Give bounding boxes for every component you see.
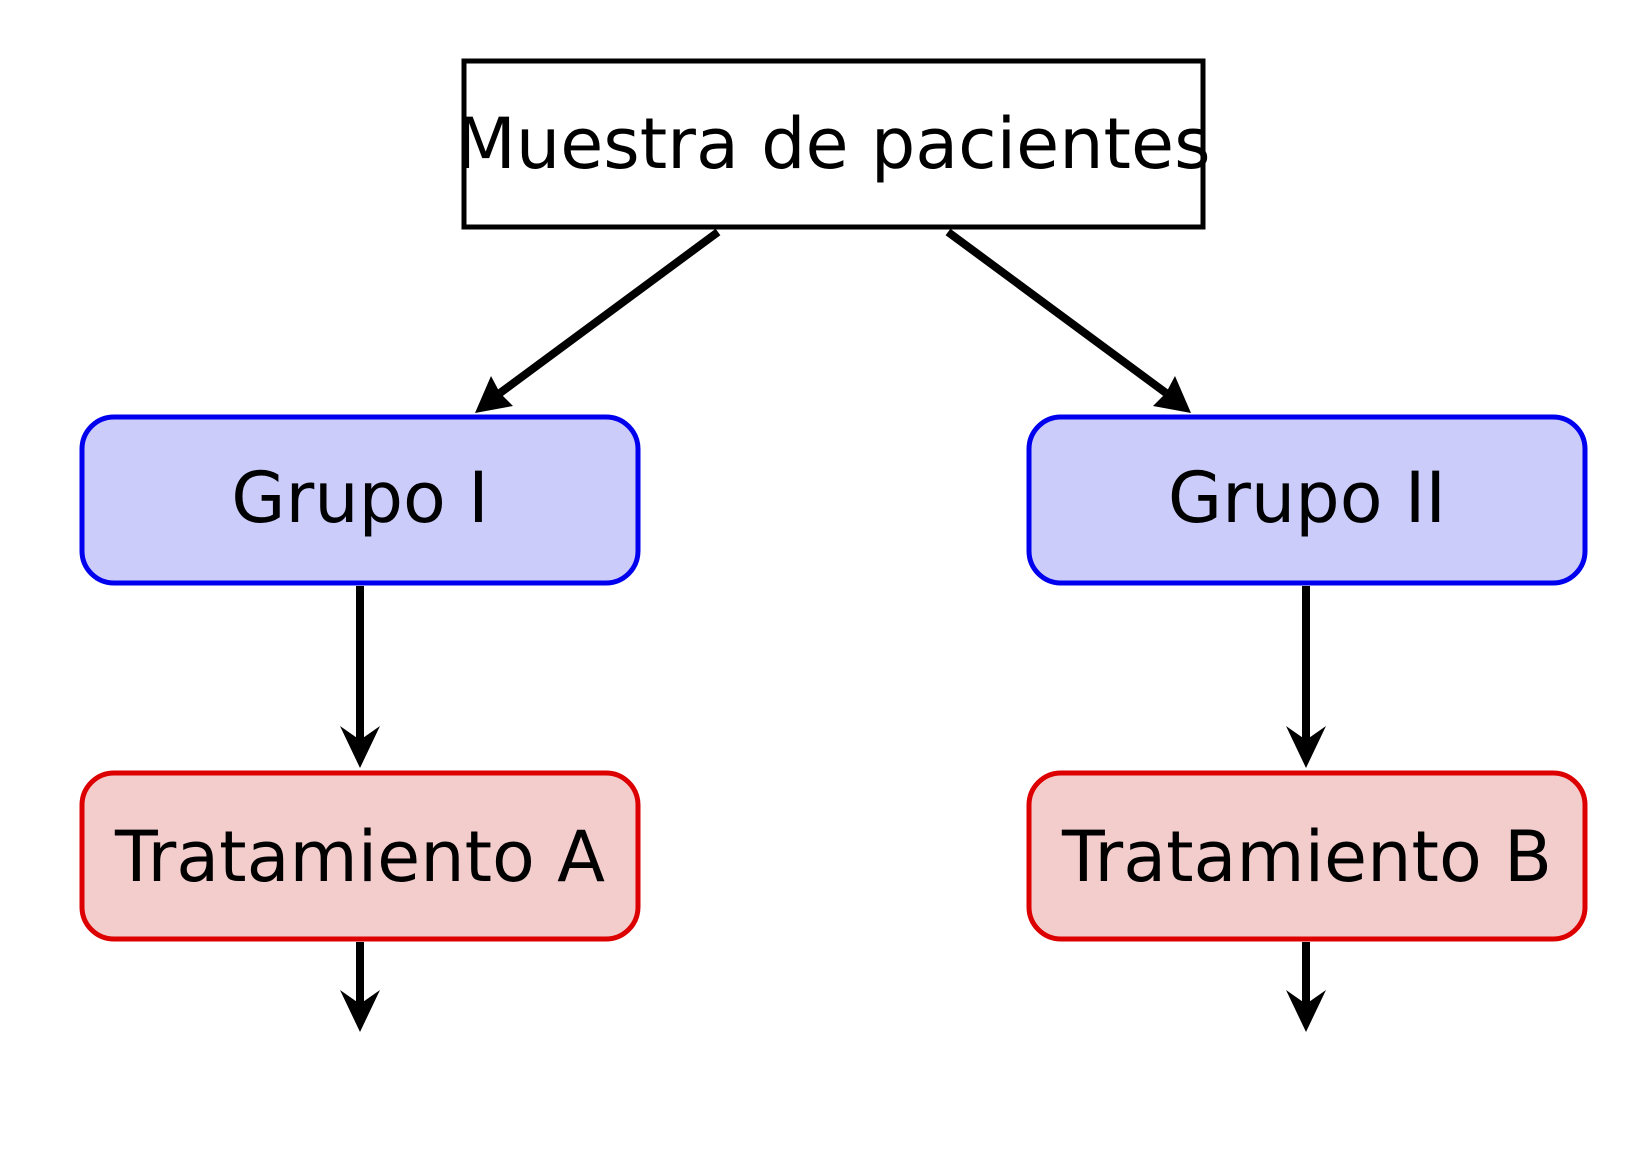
node-group-1-label: Grupo I [231, 457, 489, 539]
node-group-1: Grupo I [79, 414, 641, 586]
edge-root-to-group-2 [945, 228, 1169, 397]
arrowhead-treatment-a-out [340, 990, 380, 1032]
node-root-label: Muestra de pacientes [455, 103, 1210, 185]
arrowhead-group-2 [1153, 376, 1191, 413]
node-treatment-b-box [1026, 770, 1588, 942]
node-treatment-b: Tratamiento B [1026, 770, 1588, 942]
arrowhead-treatment-b-out [1286, 990, 1326, 1032]
edges [340, 228, 1326, 1032]
node-root-box [461, 58, 1206, 230]
arrowhead-treatment-a [340, 726, 380, 768]
node-group-1-box [79, 414, 641, 586]
node-treatment-b-label: Tratamiento B [1061, 816, 1552, 898]
node-treatment-a-box [79, 770, 641, 942]
node-treatment-a-label: Tratamiento A [114, 816, 605, 898]
node-group-2: Grupo II [1026, 414, 1588, 586]
node-group-2-box [1026, 414, 1588, 586]
arrowhead-treatment-b [1286, 726, 1326, 768]
node-treatment-a: Tratamiento A [79, 770, 641, 942]
node-root: Muestra de pacientes [455, 58, 1211, 230]
node-group-2-label: Grupo II [1168, 457, 1446, 539]
edge-root-to-group-1 [497, 228, 721, 397]
arrowhead-group-1 [475, 376, 513, 413]
